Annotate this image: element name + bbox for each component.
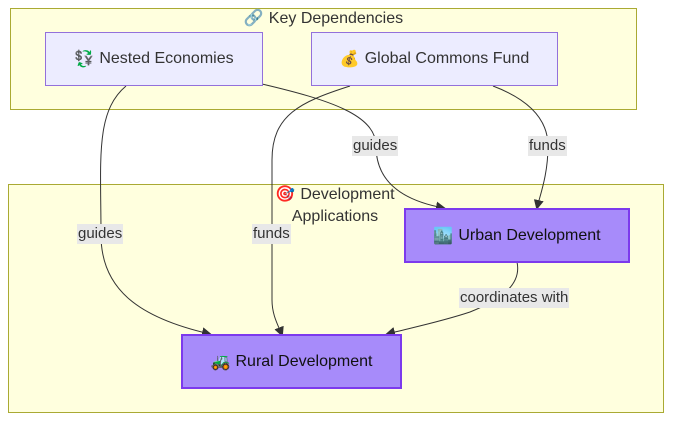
edge-label-commons-to-rural: funds [252,224,291,244]
edge-label-nested-to-rural: guides [77,224,124,244]
link-icon: 🔗 [243,10,264,27]
development-applications-title-line2: Applications [291,208,379,225]
target-icon: 🎯 [275,186,296,203]
urban-development-node[interactable]: 🏙️Urban Development [404,208,630,263]
edge-urban-to-rural [385,261,519,337]
urban-development-label: Urban Development [458,226,601,244]
edge-label-commons-to-urban: funds [528,136,567,156]
rural-development-node[interactable]: 🚜Rural Development [181,334,402,389]
cityscape-icon: 🏙️ [433,227,454,245]
global-commons-fund-node[interactable]: 💰Global Commons Fund [311,32,558,86]
tractor-icon: 🚜 [210,353,231,371]
global-commons-fund-label: Global Commons Fund [364,50,530,67]
money-bag-icon: 💰 [339,51,360,68]
nested-economies-node[interactable]: 💱Nested Economies [45,32,263,86]
rural-development-label: Rural Development [235,352,373,370]
development-applications-title-line1: Development [300,186,395,203]
development-applications-title: 🎯Development Applications [250,184,420,228]
edge-commons-to-rural [271,85,351,337]
key-dependencies-title: 🔗Key Dependencies [10,8,637,30]
currency-exchange-icon: 💱 [74,51,95,68]
edge-label-nested-to-urban: guides [352,136,399,156]
edge-label-urban-to-rural: coordinates with [459,288,570,308]
key-dependencies-title-text: Key Dependencies [268,10,404,27]
edge-nested-to-rural [100,85,212,338]
nested-economies-label: Nested Economies [99,50,234,67]
